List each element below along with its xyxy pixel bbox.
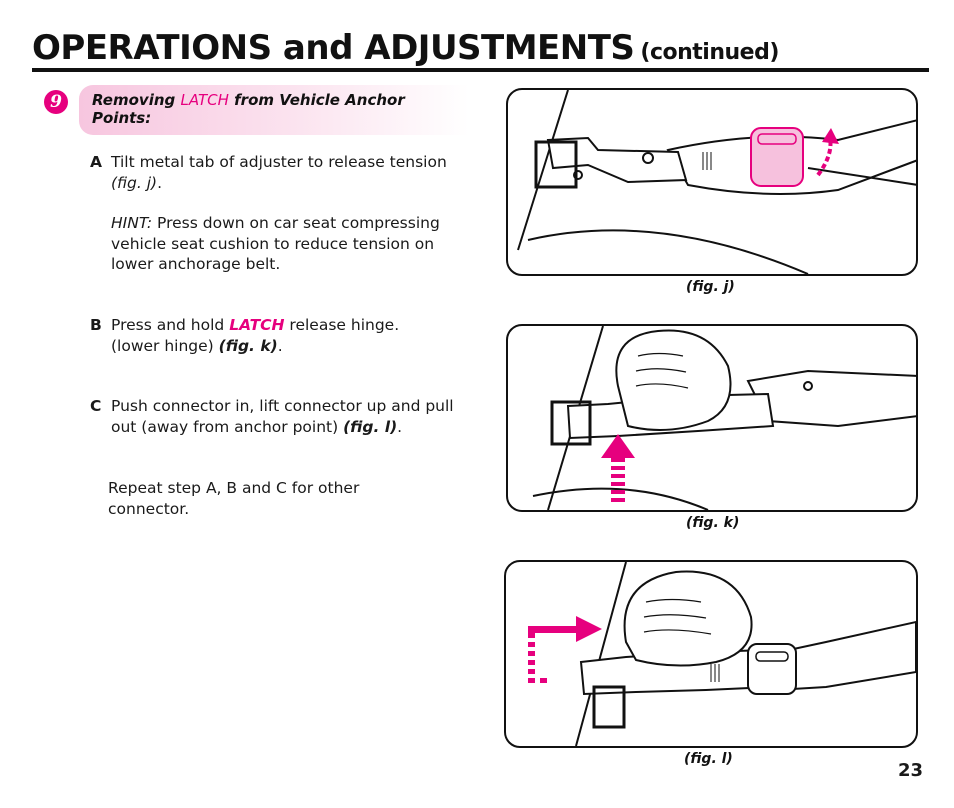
hint-body: Press down on car seat compressing vehic… [111, 214, 440, 273]
figure-j-drawing [517, 90, 916, 274]
page-number: 23 [898, 760, 924, 781]
figure-l-caption: (fig. l) [684, 751, 733, 767]
figure-l-illustration [504, 560, 918, 748]
step-heading-latch: LATCH [180, 91, 229, 109]
step-a-fig-ref: (fig. j) [111, 173, 158, 192]
step-b-pre: Press and hold [111, 316, 230, 334]
step-a-body: Tilt metal tab of adjuster to release te… [111, 153, 447, 171]
step-b-text: Press and hold LATCH release hinge. (low… [111, 315, 431, 356]
step-a-text: Tilt metal tab of adjuster to release te… [111, 152, 471, 193]
step-a-suffix: . [157, 173, 163, 192]
repeat-text: Repeat step A, B and C for other connect… [108, 479, 360, 518]
figure-k-drawing [532, 326, 916, 510]
page-title: OPERATIONS and ADJUSTMENTS(continued) [32, 28, 779, 68]
step-c-letter: C [90, 397, 102, 415]
figure-j-illustration [506, 88, 918, 276]
step-number-badge: 9 [44, 90, 68, 114]
figure-j-caption: (fig. j) [686, 279, 735, 295]
step-heading-band [79, 85, 469, 135]
step-b-fig-ref: (fig. k) [218, 336, 278, 355]
step-c-text: Push connector in, lift connector up and… [111, 396, 461, 437]
title-rule [32, 68, 929, 72]
step-c-body: Push connector in, lift connector up and… [111, 397, 454, 436]
step-c-fig-ref: (fig. l) [343, 417, 398, 436]
figure-k-caption: (fig. k) [686, 515, 740, 531]
step-c-suffix: . [397, 417, 403, 436]
figure-k-illustration [506, 324, 918, 512]
step-a-letter: A [90, 153, 102, 171]
step-b-suffix: . [277, 336, 283, 355]
step-heading-post: from Vehicle Anchor Points: [92, 91, 405, 127]
step-heading: Removing LATCH from Vehicle Anchor Point… [92, 91, 432, 127]
step-b-post: release hinge. (lower hinge) [111, 316, 400, 355]
figure-l-drawing [528, 562, 916, 746]
page-title-continued: (continued) [640, 40, 779, 65]
step-b-letter: B [90, 316, 102, 334]
hint-text: HINT: Press down on car seat compressing… [111, 213, 471, 275]
step-heading-pre: Removing [92, 91, 181, 109]
hint-label: HINT: [111, 214, 153, 232]
step-b-latch: LATCH [229, 316, 285, 334]
page-title-main: OPERATIONS and ADJUSTMENTS [32, 28, 635, 68]
